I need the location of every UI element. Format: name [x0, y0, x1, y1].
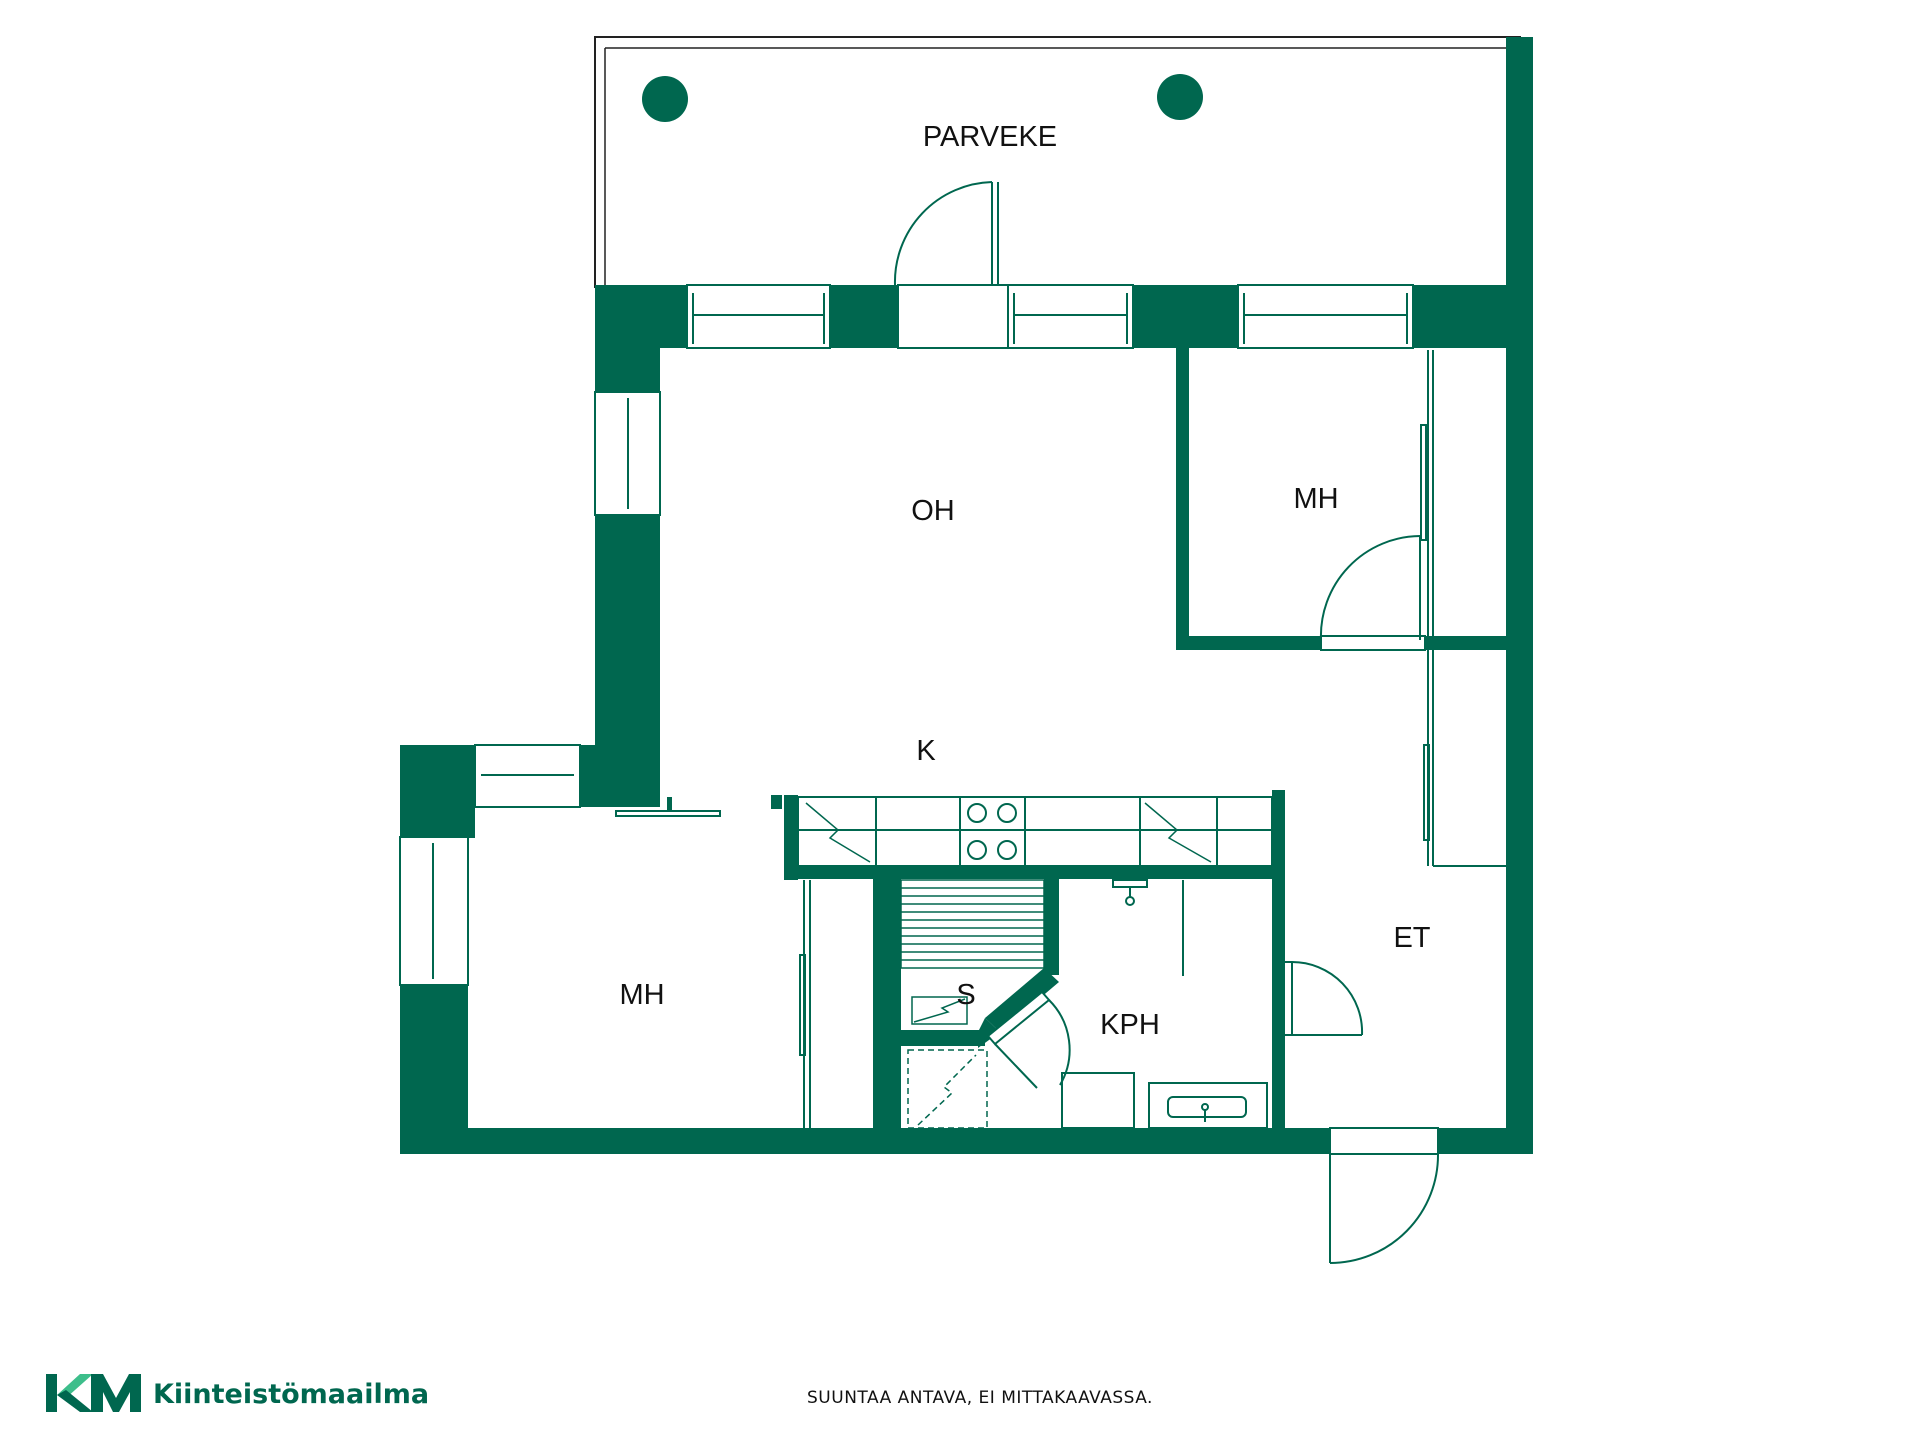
km-logo-mark — [46, 1374, 141, 1412]
room-label-oh: OH — [911, 495, 955, 527]
balcony-column — [1157, 74, 1203, 120]
stove-burner — [997, 840, 1017, 860]
room-label-parveke: PARVEKE — [923, 121, 1057, 153]
wardrobes — [799, 350, 1506, 1128]
room-label-kph: KPH — [1100, 1009, 1160, 1041]
stove-burner — [997, 803, 1017, 823]
brand-logo: Kiinteistömaailma — [46, 1374, 429, 1412]
stove-burner — [967, 840, 987, 860]
balcony-column — [642, 76, 688, 122]
doors — [615, 181, 1440, 1264]
windows — [399, 284, 1414, 986]
stove-burner — [967, 803, 987, 823]
brand-name: Kiinteistömaailma — [153, 1379, 429, 1410]
room-label-s: S — [956, 979, 975, 1011]
room-label-k: K — [916, 735, 936, 767]
room-label-mh-top: MH — [1293, 483, 1338, 515]
room-label-et: ET — [1393, 922, 1430, 954]
walls — [400, 37, 1533, 1154]
balcony — [594, 36, 1521, 288]
room-label-mh-left: MH — [619, 979, 664, 1011]
kitchen — [797, 796, 1273, 867]
disclaimer: SUUNTAA ANTAVA, EI MITTAKAAVASSA. — [807, 1388, 1153, 1408]
sauna-benches — [900, 879, 1045, 1025]
bathroom-fixtures — [907, 879, 1268, 1129]
room-labels: PARVEKE OH MH K MH S KPH ET — [619, 121, 1430, 1041]
